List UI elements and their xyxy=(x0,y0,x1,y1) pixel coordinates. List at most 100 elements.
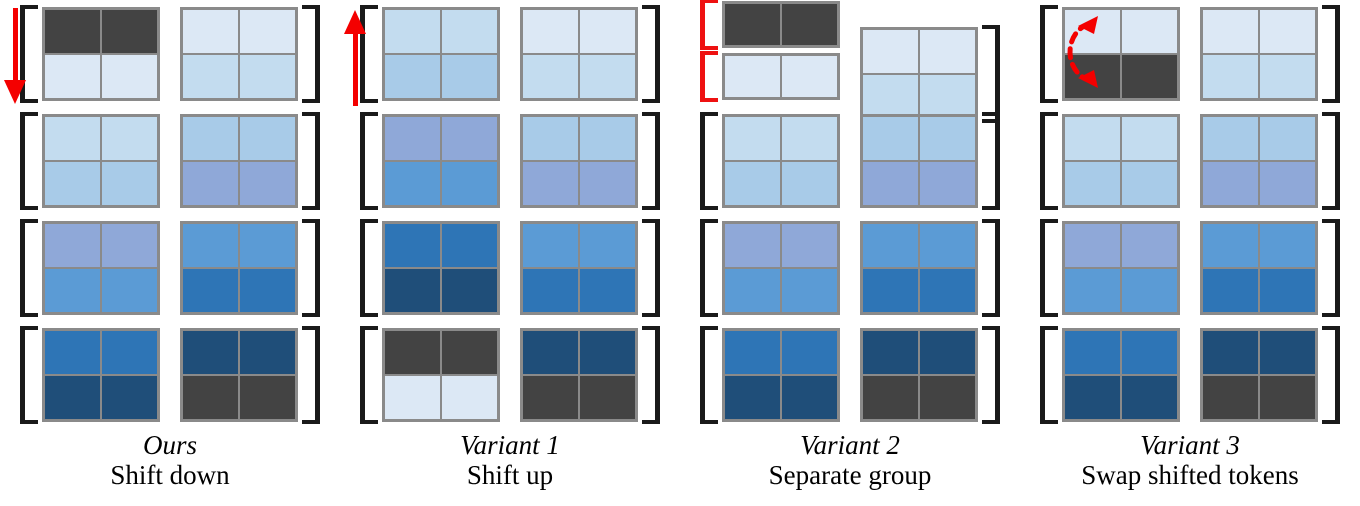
token-cell xyxy=(725,331,780,374)
token-cell xyxy=(1260,162,1315,205)
matrix-bracket-right xyxy=(302,112,320,210)
matrix-row xyxy=(1040,219,1340,317)
matrix-bracket-left-group-2 xyxy=(700,51,718,102)
token-cell xyxy=(920,331,975,374)
matrix-stack xyxy=(340,0,680,424)
arrow-shaft xyxy=(13,8,18,82)
matrix-bracket-left xyxy=(700,219,718,317)
token-cell xyxy=(1122,55,1177,98)
token-cell xyxy=(1203,376,1258,419)
token-cell xyxy=(183,331,238,374)
token-cell xyxy=(45,10,100,53)
token-cell xyxy=(45,269,100,312)
matrix-bracket-right xyxy=(642,326,660,424)
matrix-row xyxy=(20,112,320,210)
token-cell xyxy=(183,55,238,98)
token-block-right xyxy=(1200,114,1318,208)
token-cell xyxy=(782,117,837,160)
token-cell xyxy=(442,55,497,98)
arrow-shaft xyxy=(353,32,358,106)
token-cell xyxy=(725,4,780,45)
token-cell xyxy=(863,30,918,73)
token-block-right xyxy=(520,7,638,101)
token-block-right xyxy=(860,328,978,422)
token-cell xyxy=(385,10,440,53)
token-cell xyxy=(580,117,635,160)
matrix-bracket-right xyxy=(982,25,1000,123)
token-cell xyxy=(1203,224,1258,267)
variant-caption-title: Variant 1 xyxy=(460,430,560,460)
token-cell xyxy=(102,10,157,53)
token-cell xyxy=(725,376,780,419)
token-cell xyxy=(920,162,975,205)
token-cell xyxy=(523,55,578,98)
matrix-bracket-left xyxy=(20,219,38,317)
token-cell xyxy=(442,117,497,160)
token-cell xyxy=(1203,55,1258,98)
token-cell xyxy=(1122,117,1177,160)
token-cell xyxy=(523,376,578,419)
token-cell xyxy=(442,376,497,419)
matrix-bracket-right xyxy=(982,112,1000,210)
token-cell xyxy=(863,269,918,312)
token-block-left-bottom-half xyxy=(722,53,840,100)
variant-caption-title: Variant 2 xyxy=(800,430,900,460)
token-cell xyxy=(920,376,975,419)
token-cell xyxy=(1203,162,1258,205)
token-cell xyxy=(102,224,157,267)
token-block-right xyxy=(520,328,638,422)
token-cell xyxy=(580,10,635,53)
matrix-bracket-right xyxy=(642,112,660,210)
token-cell xyxy=(240,224,295,267)
separate-group-top xyxy=(700,0,978,103)
token-cell xyxy=(782,162,837,205)
token-block-right xyxy=(860,114,978,208)
matrix-row xyxy=(700,219,1000,317)
token-cell xyxy=(725,269,780,312)
matrix-bracket-right xyxy=(1322,5,1340,103)
token-cell xyxy=(523,224,578,267)
token-cell xyxy=(385,269,440,312)
token-cell xyxy=(523,269,578,312)
token-block-left xyxy=(382,328,500,422)
token-cell xyxy=(580,269,635,312)
token-cell xyxy=(1122,162,1177,205)
token-cell xyxy=(1122,10,1177,53)
token-block-left xyxy=(42,328,160,422)
matrix-bracket-left xyxy=(1040,5,1058,103)
token-cell xyxy=(920,117,975,160)
token-block-left xyxy=(1062,7,1180,101)
matrix-bracket-right xyxy=(1322,219,1340,317)
token-cell xyxy=(385,55,440,98)
matrix-bracket-left xyxy=(700,326,718,424)
token-cell xyxy=(102,376,157,419)
matrix-stack xyxy=(680,0,1020,424)
matrix-bracket-left xyxy=(1040,219,1058,317)
token-cell xyxy=(102,269,157,312)
variant-caption-desc: Shift up xyxy=(466,460,554,491)
arrow-up-icon xyxy=(342,10,368,106)
token-block-left xyxy=(1062,328,1180,422)
token-block-left xyxy=(42,114,160,208)
variant-caption-desc: Swap shifted tokens xyxy=(1081,460,1299,491)
matrix-bracket-right xyxy=(1322,326,1340,424)
matrix-bracket-left xyxy=(360,326,378,424)
token-cell xyxy=(102,117,157,160)
matrix-row xyxy=(700,0,1000,123)
token-cell xyxy=(45,224,100,267)
matrix-bracket-right xyxy=(302,219,320,317)
token-cell xyxy=(782,224,837,267)
token-block-right xyxy=(180,114,298,208)
token-block-right xyxy=(1200,328,1318,422)
token-block-left xyxy=(42,221,160,315)
token-cell xyxy=(1122,224,1177,267)
token-cell xyxy=(782,56,837,97)
token-cell xyxy=(442,331,497,374)
matrix-bracket-right xyxy=(642,219,660,317)
token-block-left xyxy=(722,328,840,422)
arrow-head xyxy=(344,10,366,34)
